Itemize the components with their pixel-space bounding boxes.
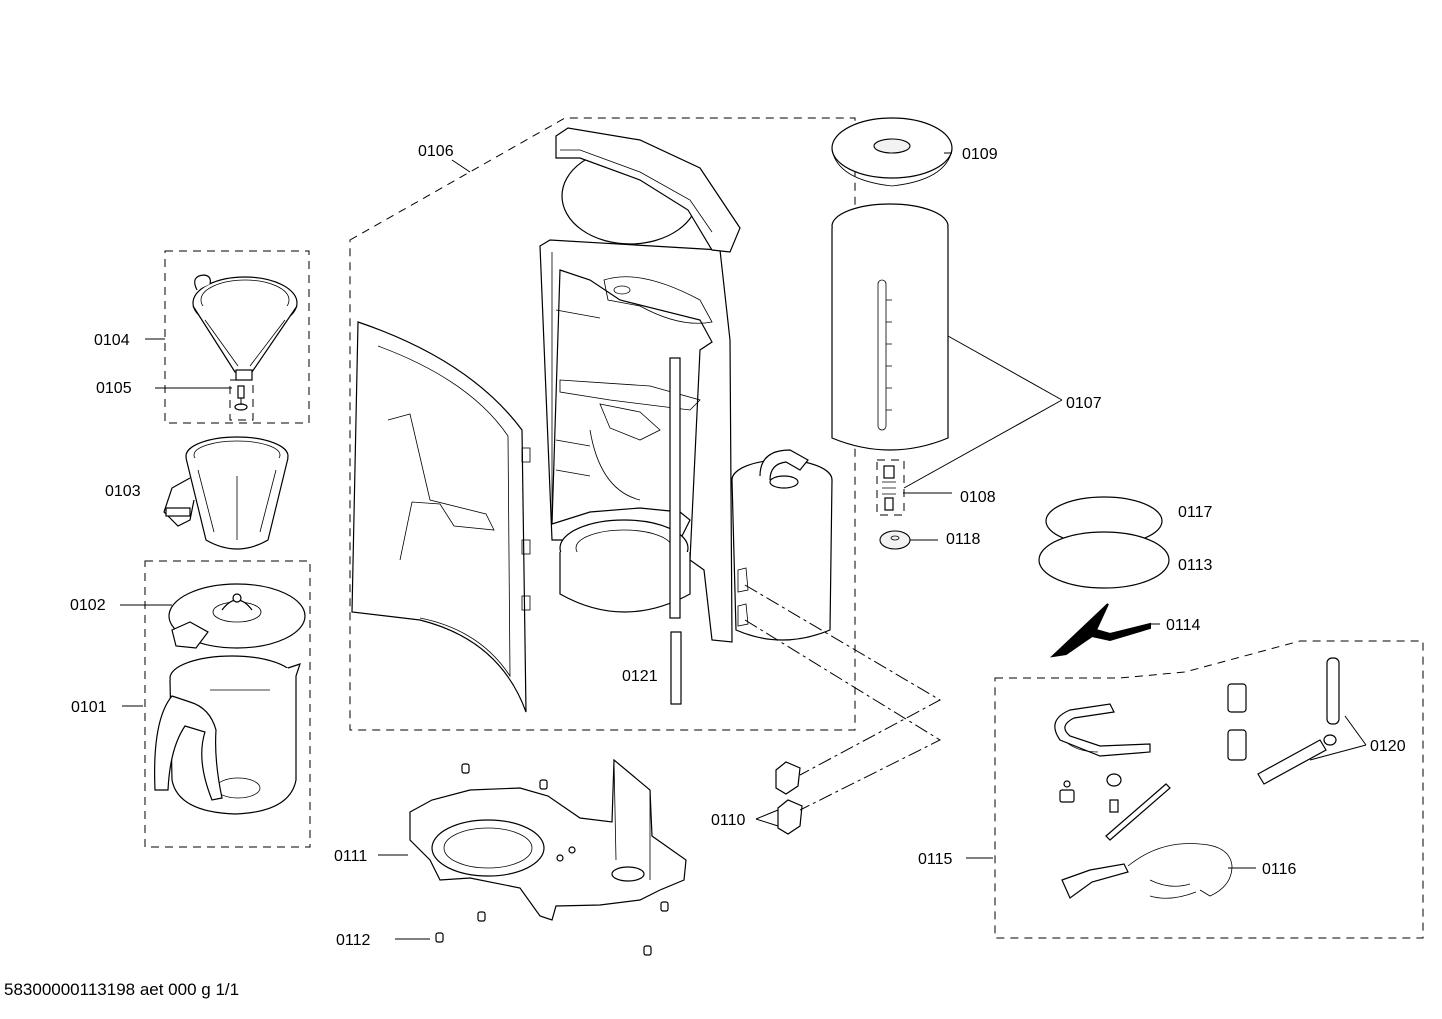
water-tank-part: [831, 203, 949, 451]
callout-0121: 0121: [622, 668, 658, 685]
main-housing-part: [539, 239, 733, 643]
assembly-line: [744, 584, 942, 776]
callout-0116: 0116: [1262, 861, 1297, 878]
callout-0105: 0105: [96, 380, 132, 397]
tube-part: [1257, 657, 1340, 785]
jug-lid-part: [168, 583, 306, 649]
callout-0102: 0102: [70, 597, 106, 614]
spring-clip-part: [1049, 603, 1151, 658]
heater-tank-part: [731, 449, 833, 641]
group-box-filter: [164, 250, 310, 424]
filter-cone-part: [192, 274, 298, 381]
callout-0111: 0111: [334, 848, 367, 865]
assembly-line: [744, 619, 942, 811]
callout-0108: 0108: [960, 489, 996, 506]
callout-0120: 0120: [1370, 738, 1406, 755]
tank-lid-part: [831, 117, 953, 187]
group-box-jug: [144, 560, 311, 848]
callout-0118: 0118: [946, 531, 981, 548]
callout-0107: 0107: [1066, 395, 1102, 412]
clamp-part: [1106, 773, 1122, 813]
disc-part: [879, 530, 911, 550]
callout-0117: 0117: [1178, 504, 1213, 521]
callout-0101: 0101: [71, 699, 107, 716]
heating-element-part: [1054, 703, 1151, 757]
callout-0113: 0113: [1178, 557, 1213, 574]
callout-0109: 0109: [962, 146, 998, 163]
side-cover-part: [351, 321, 531, 713]
document-id-footer: 58300000113198 aet 000 g 1/1: [4, 980, 240, 999]
callout-0103: 0103: [105, 483, 141, 500]
warming-ring-part: [559, 519, 691, 613]
base-plate-part: [409, 758, 687, 921]
group-box-electrics: [994, 640, 1424, 939]
group-box-small-part: [229, 379, 254, 421]
fuse-rod-part: [1105, 783, 1171, 841]
rod-part: [669, 357, 682, 705]
glass-jug-part: [154, 655, 301, 815]
ring-part: [1038, 496, 1170, 589]
valve-part: [882, 465, 896, 511]
top-lid-part: [555, 127, 741, 253]
callout-0114: 0114: [1166, 617, 1201, 634]
switch-part: [775, 761, 803, 835]
callout-0112: 0112: [336, 932, 371, 949]
screw-part: [234, 385, 248, 411]
power-cord-part: [1061, 843, 1233, 899]
group-box-housing: [349, 117, 856, 731]
callout-0115: 0115: [918, 851, 953, 868]
relay-part: [1227, 683, 1247, 761]
callout-0106: 0106: [418, 143, 454, 160]
thermostat-part: [1059, 780, 1075, 803]
leader-lines: [120, 152, 1367, 940]
filter-holder-part: [163, 436, 289, 550]
callout-0104: 0104: [94, 332, 130, 349]
foot-part: [435, 763, 669, 956]
callout-0110: 0110: [711, 812, 746, 829]
